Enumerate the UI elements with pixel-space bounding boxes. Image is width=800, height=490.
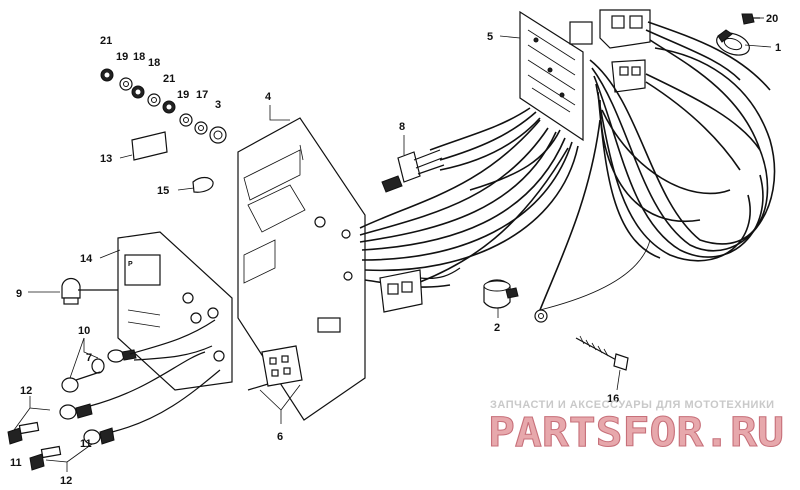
callout-3: 3 xyxy=(215,99,221,111)
harness-coupler-lower xyxy=(379,267,461,313)
toggle-switch xyxy=(381,149,445,193)
indicator-sub-panel: P xyxy=(117,231,233,391)
indicator-bulb xyxy=(61,277,118,305)
lower-bulb-sockets xyxy=(7,351,221,471)
callout-20: 20 xyxy=(766,13,778,25)
relay xyxy=(483,279,519,309)
rubber-cap xyxy=(192,176,214,193)
callout-18-top: 18 xyxy=(133,51,145,63)
callout-13: 13 xyxy=(100,153,112,165)
callout-5: 5 xyxy=(487,31,493,43)
harness-connector-mid xyxy=(611,59,646,93)
callout-21-second: 21 xyxy=(163,73,175,85)
control-panel-plate xyxy=(237,117,366,421)
clamp-bolt xyxy=(741,13,760,25)
callout-12-bottom: 12 xyxy=(60,475,72,487)
watermark-tagline: ЗАПЧАСТИ И АКСЕССУАРЫ ДЛЯ МОТОТЕХНИКИ xyxy=(490,399,775,411)
callout-14: 14 xyxy=(80,253,93,265)
svg-text:P: P xyxy=(128,261,133,268)
callout-15: 15 xyxy=(157,185,169,197)
bulb-socket-block xyxy=(247,345,303,391)
label-plate xyxy=(131,131,168,161)
callout-16: 16 xyxy=(607,393,619,405)
callout-12-top: 12 xyxy=(20,385,32,397)
callout-9: 9 xyxy=(16,288,22,300)
control-unit-board xyxy=(519,10,593,142)
ground-ring-terminal xyxy=(534,309,548,323)
callout-19-top: 19 xyxy=(116,51,128,63)
bulb-socket-assembly xyxy=(61,319,216,393)
callout-6: 6 xyxy=(277,431,283,443)
nut-washer-set xyxy=(100,68,227,144)
callout-1: 1 xyxy=(775,42,781,54)
long-bolt xyxy=(575,335,629,371)
callout-18-second: 18 xyxy=(148,57,160,69)
callout-8: 8 xyxy=(399,121,405,133)
callout-17: 17 xyxy=(196,89,208,101)
callout-19-second: 19 xyxy=(177,89,189,101)
callout-11-bottom: 11 xyxy=(10,457,22,469)
leader-lines xyxy=(13,17,772,472)
callout-2: 2 xyxy=(494,322,500,334)
callout-7: 7 xyxy=(86,352,92,364)
callout-11-top: 11 xyxy=(80,438,92,450)
watermark-logo: PARTSFOR.RU xyxy=(488,410,784,456)
callout-21-top: 21 xyxy=(100,35,112,47)
callout-4: 4 xyxy=(265,91,272,103)
wire-clamp xyxy=(716,29,750,56)
callout-10: 10 xyxy=(78,325,90,337)
wire-harness-bundle xyxy=(359,21,776,311)
harness-connector-top xyxy=(599,9,651,49)
